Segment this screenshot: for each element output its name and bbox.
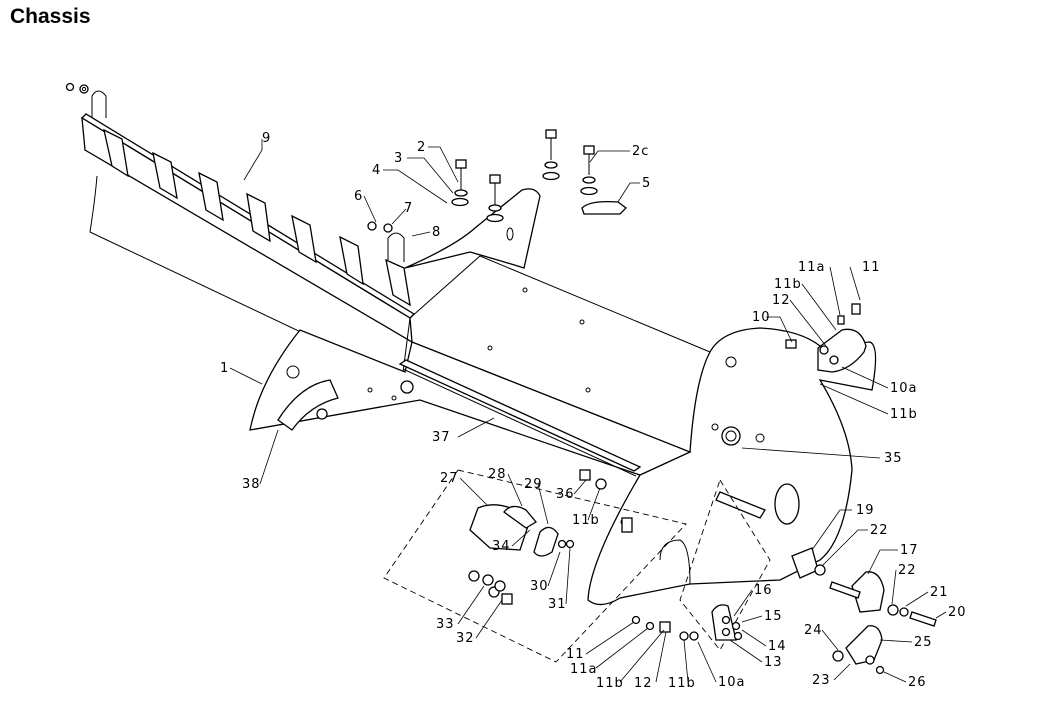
bushing xyxy=(721,426,741,446)
label-12-bottom: 12 xyxy=(634,676,653,691)
cross-bar xyxy=(398,359,642,477)
label-8: 8 xyxy=(432,225,441,240)
lower-right-hardware xyxy=(631,478,937,675)
label-35: 35 xyxy=(884,451,903,466)
label-22-lower: 22 xyxy=(898,563,917,578)
label-33: 33 xyxy=(436,617,455,632)
label-7: 7 xyxy=(404,201,413,216)
label-21: 21 xyxy=(930,585,949,600)
chassis-frame xyxy=(249,188,877,606)
label-10a-bottom: 10a xyxy=(718,675,746,690)
label-11: 11 xyxy=(862,260,881,275)
label-17: 17 xyxy=(900,543,919,558)
lower-left-subassembly xyxy=(383,469,687,663)
label-30: 30 xyxy=(530,579,549,594)
pin xyxy=(715,491,819,579)
deflector-blade xyxy=(80,90,416,381)
label-1: 1 xyxy=(220,361,229,376)
label-4: 4 xyxy=(372,163,381,178)
label-24: 24 xyxy=(804,623,823,638)
corner-bolt xyxy=(65,82,89,94)
label-10a: 10a xyxy=(890,381,918,396)
label-28: 28 xyxy=(488,467,507,482)
label-14: 14 xyxy=(768,639,787,654)
label-29: 29 xyxy=(524,477,543,492)
leader-lines xyxy=(229,139,947,683)
label-16: 16 xyxy=(754,583,773,598)
upper-right-bracket xyxy=(785,303,867,373)
label-11a: 11a xyxy=(798,260,826,275)
label-15: 15 xyxy=(764,609,783,624)
label-11b-mid: 11b xyxy=(572,513,600,528)
label-2: 2 xyxy=(417,140,426,155)
label-19: 19 xyxy=(856,503,875,518)
label-6: 6 xyxy=(354,189,363,204)
label-27: 27 xyxy=(440,471,459,486)
label-12-top: 12 xyxy=(772,293,791,308)
label-3: 3 xyxy=(394,151,403,166)
label-11b-right: 11b xyxy=(890,407,918,422)
callout-labels: 1 2 2c 3 4 5 6 7 8 9 10 10a 11 11a 11b 1… xyxy=(220,131,967,691)
label-5: 5 xyxy=(642,176,651,191)
label-20: 20 xyxy=(948,605,967,620)
label-34: 34 xyxy=(492,539,511,554)
label-23: 23 xyxy=(812,673,831,688)
bolt-set xyxy=(367,129,627,233)
label-11a-bottom: 11a xyxy=(570,662,598,677)
label-2c: 2c xyxy=(632,144,649,159)
label-11b-bottom-left: 11b xyxy=(596,676,624,691)
label-36: 36 xyxy=(556,487,575,502)
label-13: 13 xyxy=(764,655,783,670)
label-38: 38 xyxy=(242,477,261,492)
label-22-upper: 22 xyxy=(870,523,889,538)
label-9: 9 xyxy=(262,131,271,146)
label-31: 31 xyxy=(548,597,567,612)
label-32: 32 xyxy=(456,631,475,646)
label-26: 26 xyxy=(908,675,927,690)
label-11b-top: 11b xyxy=(774,277,802,292)
label-25: 25 xyxy=(914,635,933,650)
label-10: 10 xyxy=(752,310,771,325)
label-37: 37 xyxy=(432,430,451,445)
page-title: Chassis xyxy=(10,5,91,28)
label-11b-bottom-right: 11b xyxy=(668,676,696,691)
label-11-bottom: 11 xyxy=(566,647,585,662)
